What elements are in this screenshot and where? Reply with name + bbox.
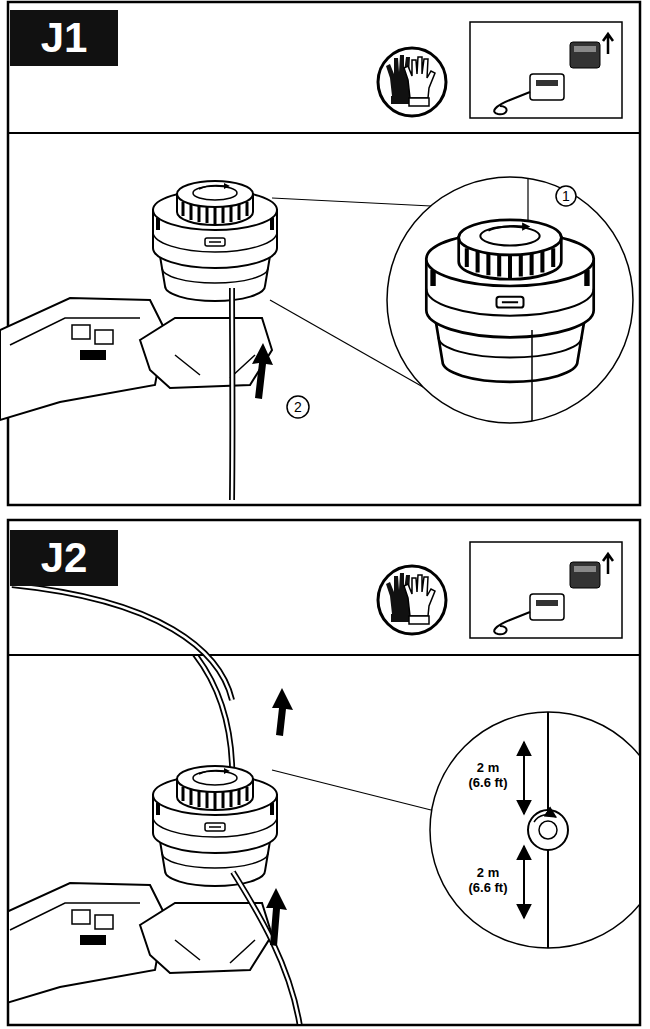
- detail-view: [523, 742, 525, 814]
- detail-view: [387, 177, 633, 423]
- detail-view: [426, 220, 593, 382]
- callout-number: 2: [294, 400, 302, 414]
- detail-view: [534, 815, 556, 822]
- step-heading: J2: [10, 530, 118, 586]
- dimension-label: 2 m (6.6 ft): [466, 866, 510, 896]
- detail-view: [272, 770, 431, 810]
- detail-view: [528, 810, 568, 850]
- detail-view: [426, 160, 593, 440]
- gloves-icon: [378, 566, 446, 634]
- pull-arrow: [266, 888, 287, 946]
- trimmer-head: [233, 872, 300, 1024]
- trimmer-head: [153, 766, 277, 886]
- panel-frame: [8, 2, 640, 505]
- trimmer-head: [231, 288, 234, 500]
- panel-frame: [8, 132, 640, 134]
- detail-view: [272, 198, 431, 206]
- insert-arrow: [252, 343, 273, 399]
- gloves-icon: [378, 48, 446, 116]
- step-heading: J1: [10, 10, 118, 66]
- callout-outline: [556, 186, 576, 206]
- detail-view: [531, 330, 533, 440]
- gloves-icon: [378, 48, 446, 116]
- trimmer-head: [0, 181, 277, 500]
- trimmer-head: [153, 181, 277, 301]
- pull-arrow: [272, 688, 293, 736]
- dimension-label: 2 m (6.6 ft): [466, 761, 510, 791]
- detail-view: [430, 712, 639, 948]
- panel-frame: [8, 654, 640, 656]
- gloves-icon: [378, 566, 446, 634]
- trimmer-line: [12, 585, 232, 700]
- detail-view: [270, 160, 633, 440]
- detail-view: [539, 821, 557, 839]
- remove-battery-icon: [470, 22, 622, 118]
- step-label: J2: [41, 537, 88, 579]
- insert-arrow: [252, 343, 273, 399]
- detail-view: [524, 700, 568, 960]
- callout-number: 1: [562, 189, 570, 203]
- remove-battery-icon: [470, 22, 622, 118]
- trimmer-line: [12, 585, 232, 700]
- detail-view: [523, 846, 525, 918]
- trimmer-head: [9, 883, 272, 1005]
- detail-view: [430, 700, 639, 960]
- detail-view: [272, 700, 650, 960]
- gloves-icon: [404, 575, 435, 624]
- detail-view: [387, 177, 633, 423]
- panel-frame: [8, 2, 640, 505]
- remove-battery-icon: [470, 542, 622, 638]
- gloves-icon: [404, 57, 435, 106]
- trimmer-head: [229, 288, 235, 500]
- callout-circle: 2: [286, 395, 310, 419]
- pull-arrow: [266, 688, 293, 946]
- trimmer-head: [233, 872, 300, 1024]
- step-label: J1: [41, 17, 88, 59]
- remove-battery-icon: [470, 542, 622, 638]
- trimmer-head: [9, 656, 300, 1024]
- callout-circle: 1: [555, 185, 577, 207]
- callout-outline: [287, 396, 309, 418]
